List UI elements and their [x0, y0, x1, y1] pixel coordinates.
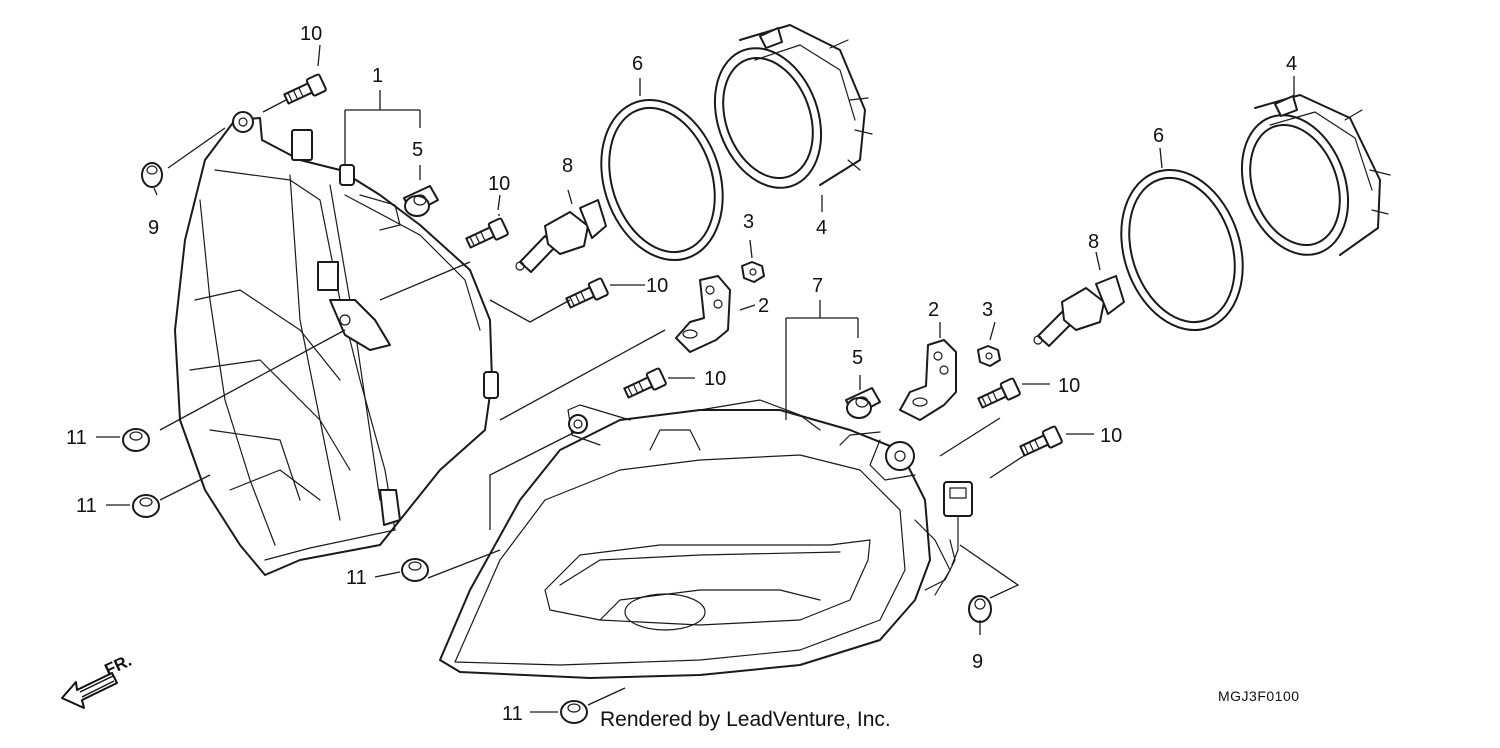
- leader-lines: [96, 44, 1295, 713]
- callout-11-c: 11: [346, 567, 367, 589]
- callout-2-left: 2: [758, 295, 769, 317]
- right-bulb: [1033, 275, 1125, 347]
- callout-3-right: 3: [982, 299, 993, 321]
- callout-4-right: 4: [1286, 53, 1297, 75]
- left-seal-ring: [600, 98, 724, 262]
- collar-right: [845, 387, 881, 419]
- nut-left: [741, 261, 765, 283]
- callout-10-c: 10: [646, 275, 668, 297]
- callout-5-left: 5: [412, 139, 423, 161]
- callout-6-left: 6: [632, 53, 643, 75]
- callout-2-right: 2: [928, 299, 939, 321]
- right-seal-ring: [1120, 168, 1244, 332]
- callout-9-right: 9: [972, 651, 983, 673]
- callout-11-a: 11: [66, 427, 87, 449]
- callout-labels: 1 2 2 3 3 4 4 5 5 6 6 7 8 8 9 9 10 10 10…: [66, 23, 1297, 725]
- front-direction-arrow-icon: FR.: [61, 651, 135, 709]
- render-credit: Rendered by LeadVenture, Inc.: [600, 708, 891, 731]
- callout-6-right: 6: [1153, 125, 1164, 147]
- nut-right: [977, 345, 1001, 367]
- callout-10-e: 10: [1058, 375, 1080, 397]
- left-dust-cover: [713, 24, 873, 189]
- grommets: [122, 162, 992, 724]
- callout-1: 1: [372, 65, 383, 87]
- callout-3-left: 3: [743, 211, 754, 233]
- left-headlight-housing: [174, 111, 499, 576]
- callout-10-b: 10: [488, 173, 510, 195]
- callout-10-f: 10: [1100, 425, 1122, 447]
- callout-8-left: 8: [562, 155, 573, 177]
- screws: [283, 73, 1063, 457]
- left-bulb: [515, 199, 607, 273]
- callout-10-d: 10: [704, 368, 726, 390]
- callout-7: 7: [812, 275, 823, 297]
- callout-9-left: 9: [148, 217, 159, 239]
- diagram-code: MGJ3F0100: [1218, 688, 1300, 704]
- callout-11-b: 11: [76, 495, 97, 517]
- callout-11-d: 11: [502, 703, 523, 725]
- callout-8-right: 8: [1088, 231, 1099, 253]
- left-bracket: [675, 275, 731, 353]
- right-bracket: [899, 339, 957, 421]
- callout-5-right: 5: [852, 347, 863, 369]
- right-dust-cover: [1240, 94, 1391, 256]
- callout-4-left: 4: [816, 217, 827, 239]
- collar-left: [403, 185, 439, 217]
- right-headlight-housing: [439, 399, 973, 679]
- callout-10-a: 10: [300, 23, 322, 45]
